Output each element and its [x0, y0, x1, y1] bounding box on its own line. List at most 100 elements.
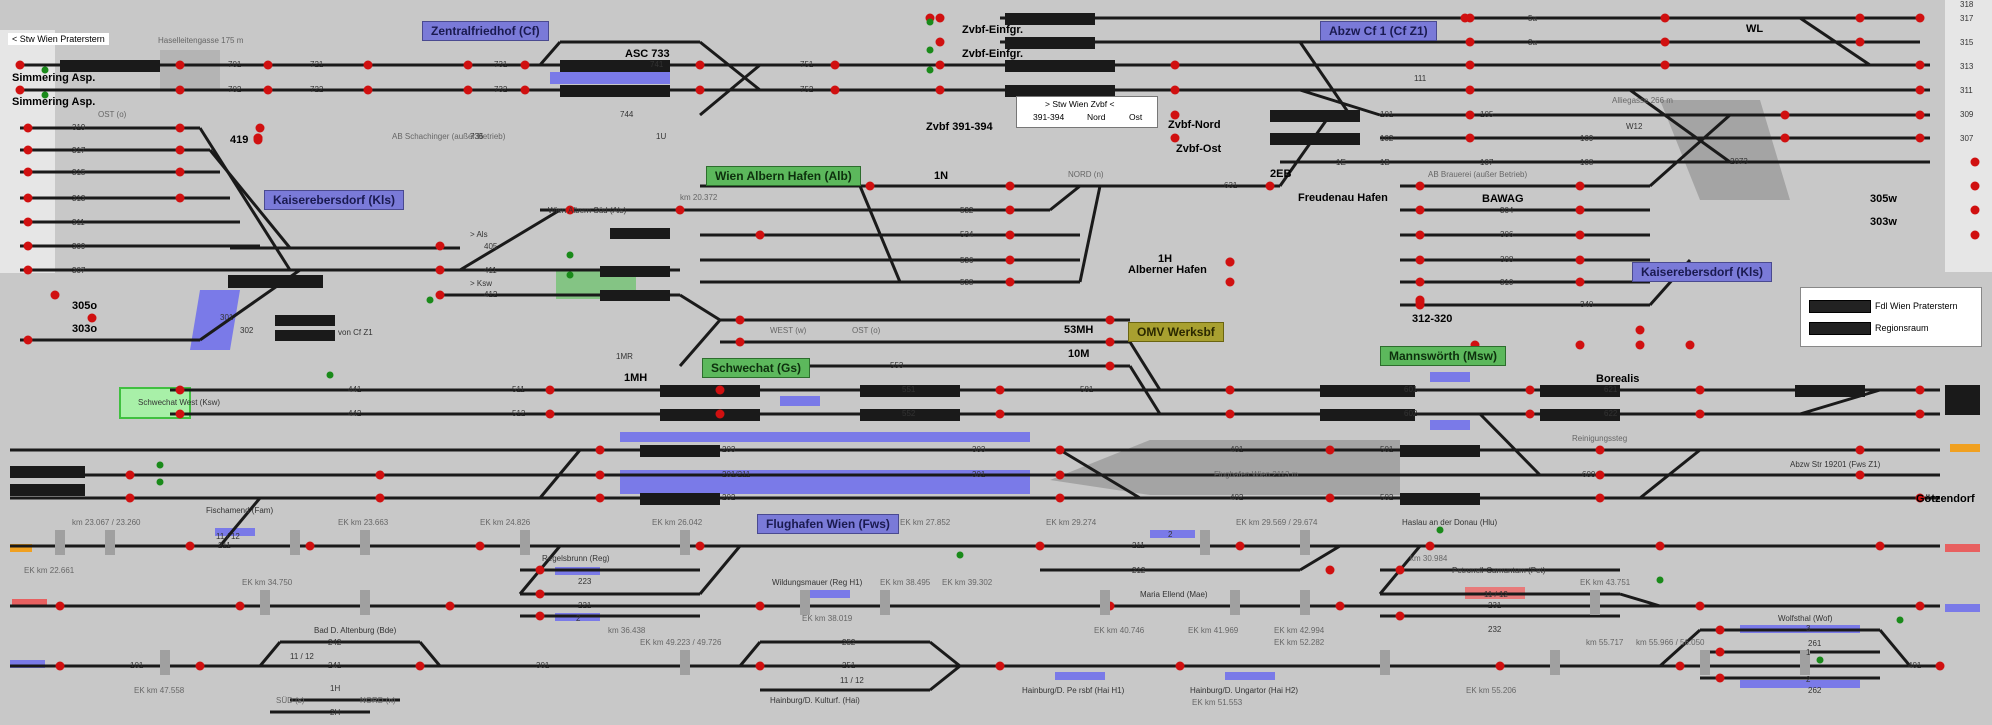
track-221[interactable]: 221 — [578, 601, 592, 610]
track-631[interactable]: 631 — [1224, 181, 1238, 190]
station-mannswoerth[interactable]: Mannswörth (Msw) — [1380, 346, 1506, 366]
track-311-right[interactable]: 311 — [1960, 86, 1973, 95]
track-411[interactable]: 411 — [484, 266, 497, 275]
track-262[interactable]: 262 — [1808, 686, 1822, 695]
track-538[interactable]: 538 — [960, 278, 974, 287]
track-551[interactable]: 551 — [902, 385, 916, 394]
station-zentralfriedhof[interactable]: Zentralfriedhof (Cf) — [422, 21, 549, 41]
track-534[interactable]: 534 — [960, 230, 974, 239]
track-621[interactable]: 621 — [1604, 385, 1618, 394]
track-752[interactable]: 752 — [800, 85, 814, 94]
track-11-12-c[interactable]: 11 / 12 — [840, 676, 864, 685]
track-111[interactable]: 111 — [1414, 74, 1427, 83]
track-11-12-b[interactable]: 11 / 12 — [290, 652, 314, 661]
track-313-right[interactable]: 313 — [1960, 62, 1974, 71]
track-442[interactable]: 442 — [348, 409, 362, 418]
track-512[interactable]: 512 — [512, 409, 526, 418]
track-1[interactable]: 1 — [1806, 648, 1811, 657]
track-102[interactable]: 102 — [1380, 134, 1394, 143]
track-5a[interactable]: 5a — [1528, 14, 1537, 23]
track-303[interactable]: 303 — [972, 445, 986, 454]
track-107[interactable]: 107 — [1480, 158, 1494, 167]
track-101-bottom[interactable]: 101 — [130, 661, 144, 670]
track-2-c[interactable]: 2 — [1806, 675, 1811, 684]
track-736[interactable]: 736 — [470, 132, 484, 141]
track-101[interactable]: 101 — [1380, 110, 1394, 119]
track-601[interactable]: 601 — [1404, 385, 1418, 394]
station-kaiserebersdorf-left[interactable]: Kaiserebersdorf (Kls) — [264, 190, 405, 210]
track-315[interactable]: 315 — [72, 168, 86, 177]
track-744[interactable]: 744 — [620, 110, 634, 119]
station-flughafen-wien[interactable]: Flughafen Wien (Fws) — [757, 514, 899, 534]
track-11-12-d[interactable]: 11 / 12 — [1484, 590, 1508, 599]
track-721[interactable]: 721 — [310, 60, 324, 69]
track-301-b[interactable]: 301 — [972, 470, 986, 479]
track-211[interactable]: 211 — [218, 541, 231, 550]
track-2073[interactable]: 2073 — [1730, 157, 1748, 166]
track-340[interactable]: 340 — [1580, 300, 1594, 309]
track-731[interactable]: 731 — [494, 60, 508, 69]
track-105[interactable]: 105 — [1480, 110, 1494, 119]
track-242[interactable]: 242 — [328, 638, 342, 647]
track-581[interactable]: 581 — [1080, 385, 1094, 394]
track-702[interactable]: 702 — [228, 85, 242, 94]
track-203[interactable]: 203 — [722, 445, 736, 454]
track-511[interactable]: 511 — [512, 385, 525, 394]
track-553[interactable]: 553 — [890, 361, 904, 370]
station-wien-albern-hafen[interactable]: Wien Albern Hafen (Alb) — [706, 166, 861, 186]
track-309-right[interactable]: 309 — [1960, 110, 1974, 119]
track-11-12-a[interactable]: 11 / 12 — [216, 532, 240, 541]
track-3[interactable]: 3 — [1806, 624, 1811, 633]
track-722[interactable]: 722 — [310, 85, 324, 94]
track-311[interactable]: 311 — [72, 218, 85, 227]
track-212[interactable]: 212 — [1132, 566, 1146, 575]
track-401[interactable]: 401 — [1230, 445, 1244, 454]
track-402[interactable]: 402 — [1230, 493, 1244, 502]
track-301-bottom[interactable]: 301 — [536, 661, 550, 670]
track-1u[interactable]: 1U — [656, 132, 667, 141]
track-536[interactable]: 536 — [960, 256, 974, 265]
station-kaiserebersdorf-right[interactable]: Kaiserebersdorf (Kls) — [1632, 262, 1773, 282]
track-741[interactable]: 741 — [650, 60, 664, 69]
track-252[interactable]: 252 — [842, 638, 856, 647]
track-501[interactable]: 501 — [1380, 445, 1394, 454]
stw-praterstern-link[interactable]: < Stw Wien Praterstern — [8, 33, 109, 45]
track-304[interactable]: 304 — [1500, 206, 1514, 215]
track-223[interactable]: 223 — [578, 577, 592, 586]
track-306[interactable]: 306 — [1500, 230, 1514, 239]
track-232[interactable]: 232 — [1488, 625, 1502, 634]
track-600[interactable]: 600 — [1582, 470, 1596, 479]
track-701[interactable]: 701 — [228, 60, 242, 69]
track-412[interactable]: 412 — [484, 290, 498, 299]
track-309[interactable]: 309 — [72, 242, 86, 251]
track-401-bottom[interactable]: 401 — [1908, 661, 1922, 670]
track-315-right[interactable]: 315 — [1960, 38, 1974, 47]
track-1e[interactable]: 1E — [1336, 158, 1346, 167]
track-261[interactable]: 261 — [1808, 639, 1822, 648]
signals[interactable] — [12, 13, 1980, 683]
track-317-right[interactable]: 317 — [1960, 14, 1974, 23]
station-abzw-cf1[interactable]: Abzw Cf 1 (Cf Z1) — [1320, 21, 1437, 41]
track-251[interactable]: 251 — [842, 661, 856, 670]
track-318-right[interactable]: 318 — [1960, 0, 1974, 9]
track-2-b[interactable]: 2 — [576, 614, 581, 623]
track-302[interactable]: 302 — [240, 326, 254, 335]
track-308[interactable]: 308 — [1500, 255, 1514, 264]
track-732[interactable]: 732 — [494, 85, 508, 94]
track-622[interactable]: 622 — [1604, 409, 1618, 418]
track-751[interactable]: 751 — [800, 60, 814, 69]
track-317[interactable]: 317 — [72, 146, 86, 155]
track-310[interactable]: 310 — [1500, 278, 1514, 287]
track-201-211[interactable]: 201/211 — [722, 470, 751, 479]
track-552[interactable]: 552 — [902, 409, 916, 418]
track-1b[interactable]: 1B — [1380, 158, 1390, 167]
station-schwechat[interactable]: Schwechat (Gs) — [702, 358, 811, 378]
track-532[interactable]: 532 — [960, 206, 974, 215]
track-307-right[interactable]: 307 — [1960, 134, 1974, 143]
track-602[interactable]: 602 — [1404, 409, 1418, 418]
track-313[interactable]: 313 — [72, 194, 86, 203]
track-241[interactable]: 241 — [328, 661, 342, 670]
track-441[interactable]: 441 — [348, 385, 362, 394]
track-319[interactable]: 319 — [72, 123, 86, 132]
track-301[interactable]: 301 — [220, 313, 234, 322]
